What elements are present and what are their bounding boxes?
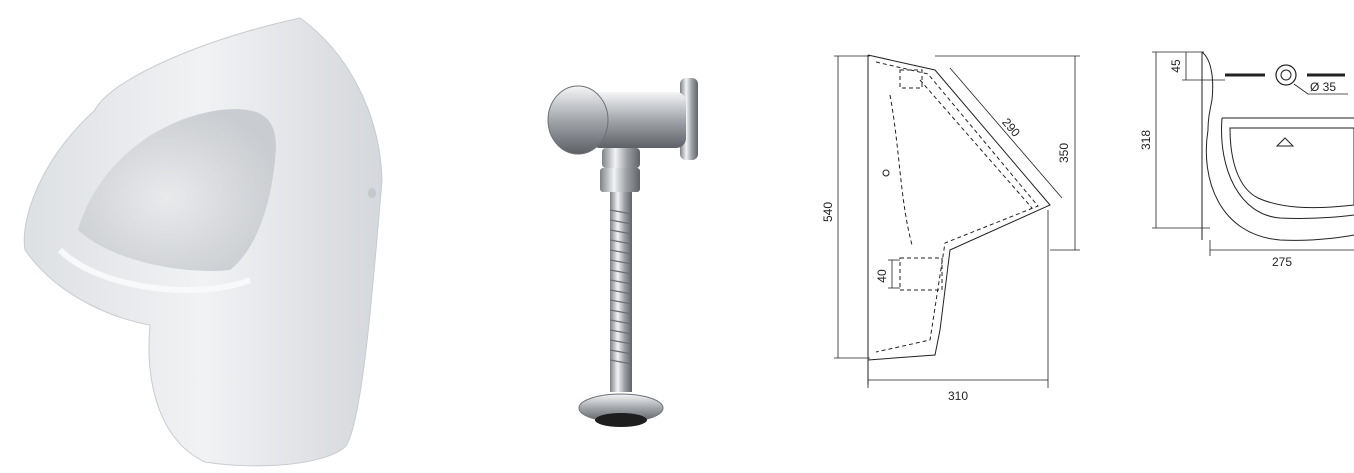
urinal-photo bbox=[23, 17, 383, 467]
dim-label-275: 275 bbox=[1272, 255, 1292, 269]
dim-label-310: 310 bbox=[948, 389, 968, 403]
inlet-circle bbox=[882, 169, 890, 177]
valve-push-button bbox=[547, 85, 609, 155]
top-view-bowl bbox=[1229, 127, 1354, 209]
dim-label-290: 290 bbox=[999, 115, 1023, 140]
top-view-drawing: 318 45 Ø 35 275 bbox=[1139, 51, 1354, 269]
dim-label-d35: Ø 35 bbox=[1310, 80, 1336, 94]
urinal-inlet-hole bbox=[368, 188, 376, 198]
valve-nut bbox=[600, 168, 640, 192]
top-view-dimension-lines bbox=[1152, 51, 1354, 256]
flush-valve-photo bbox=[547, 78, 698, 427]
valve-body bbox=[590, 92, 686, 148]
valve-pipe-threads bbox=[609, 209, 633, 365]
top-view-drain-icon bbox=[1275, 137, 1295, 147]
dim-label-40: 40 bbox=[875, 269, 889, 283]
side-view-hidden-lines bbox=[875, 61, 1039, 353]
dim-label-318: 318 bbox=[1139, 130, 1153, 150]
dim-label-45: 45 bbox=[1169, 59, 1183, 73]
urinal-bowl bbox=[78, 109, 276, 271]
side-view-dimension-lines bbox=[834, 55, 1080, 388]
valve-gasket bbox=[595, 413, 647, 427]
side-view-drawing: 540 350 290 310 40 bbox=[821, 54, 1080, 403]
valve-connector bbox=[602, 148, 640, 168]
dim-label-350: 350 bbox=[1057, 143, 1071, 163]
dim-label-540: 540 bbox=[821, 202, 835, 222]
top-view-outline bbox=[1201, 51, 1354, 241]
top-view-pipe bbox=[1225, 64, 1345, 86]
urinal-rim-highlight bbox=[57, 247, 252, 293]
side-view-outline bbox=[867, 54, 1051, 385]
